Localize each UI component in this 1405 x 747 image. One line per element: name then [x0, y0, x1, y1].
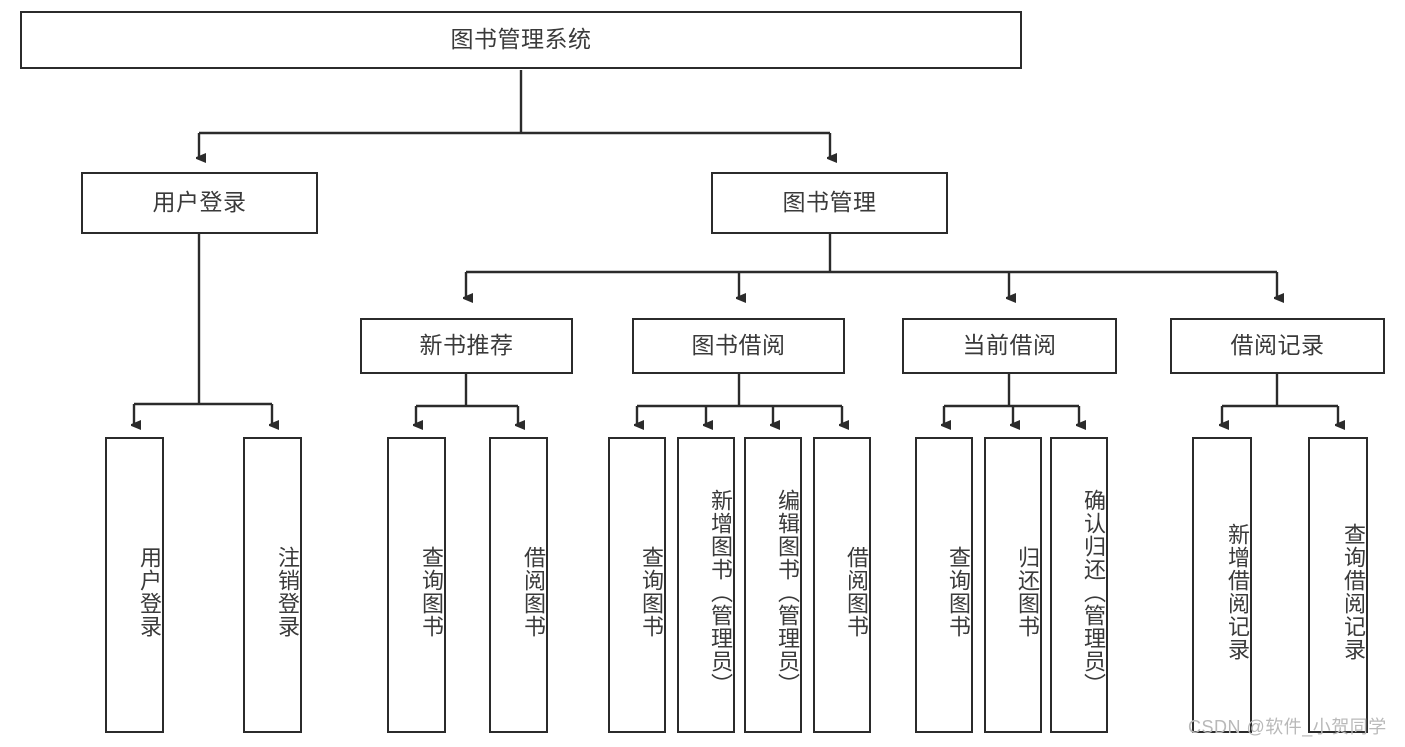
- node-user-login[interactable]: 用户登录: [81, 172, 318, 234]
- leaf-query-book-1-label: 查询图书: [419, 546, 444, 638]
- leaf-user-login[interactable]: 用户登录: [105, 437, 164, 733]
- leaf-add-book[interactable]: 新增图书（管理员）: [677, 437, 735, 733]
- leaf-query-book-2[interactable]: 查询图书: [608, 437, 666, 733]
- leaf-query-book-3[interactable]: 查询图书: [915, 437, 973, 733]
- leaf-query-record[interactable]: 查询借阅记录: [1308, 437, 1368, 733]
- node-root[interactable]: 图书管理系统: [20, 11, 1022, 69]
- node-current-borrow-label: 当前借阅: [962, 332, 1057, 359]
- leaf-return-book[interactable]: 归还图书: [984, 437, 1042, 733]
- node-user-login-label: 用户登录: [152, 189, 247, 216]
- node-borrow-record-label: 借阅记录: [1230, 332, 1325, 359]
- node-book-borrow[interactable]: 图书借阅: [632, 318, 845, 374]
- leaf-confirm-return[interactable]: 确认归还（管理员）: [1050, 437, 1108, 733]
- leaf-query-book-3-label: 查询图书: [946, 546, 971, 638]
- leaf-return-book-label: 归还图书: [1015, 546, 1040, 638]
- node-borrow-record[interactable]: 借阅记录: [1170, 318, 1385, 374]
- csdn-watermark: CSDN @软件_小贺同学: [1188, 717, 1387, 737]
- leaf-borrow-book-1[interactable]: 借阅图书: [489, 437, 548, 733]
- leaf-borrow-book-1-label: 借阅图书: [521, 546, 546, 638]
- leaf-borrow-book-2-label: 借阅图书: [844, 546, 869, 638]
- leaf-edit-book[interactable]: 编辑图书（管理员）: [744, 437, 802, 733]
- node-book-borrow-label: 图书借阅: [691, 332, 786, 359]
- leaf-borrow-book-2[interactable]: 借阅图书: [813, 437, 871, 733]
- leaf-add-record[interactable]: 新增借阅记录: [1192, 437, 1252, 733]
- leaf-user-logout-label: 注销登录: [275, 546, 300, 638]
- node-book-manage[interactable]: 图书管理: [711, 172, 948, 234]
- leaf-edit-book-label: 编辑图书（管理员）: [775, 488, 800, 696]
- node-new-book-recommend[interactable]: 新书推荐: [360, 318, 573, 374]
- node-new-book-recommend-label: 新书推荐: [419, 332, 514, 359]
- leaf-add-book-label: 新增图书（管理员）: [708, 488, 733, 696]
- node-current-borrow[interactable]: 当前借阅: [902, 318, 1117, 374]
- node-book-manage-label: 图书管理: [782, 189, 877, 216]
- leaf-query-book-2-label: 查询图书: [639, 546, 664, 638]
- leaf-query-book-1[interactable]: 查询图书: [387, 437, 446, 733]
- leaf-user-login-label: 用户登录: [137, 546, 162, 638]
- leaf-user-logout[interactable]: 注销登录: [243, 437, 302, 733]
- leaf-query-record-label: 查询借阅记录: [1341, 523, 1366, 661]
- leaf-confirm-return-label: 确认归还（管理员）: [1081, 488, 1106, 696]
- leaf-add-record-label: 新增借阅记录: [1225, 523, 1250, 661]
- node-root-label: 图书管理系统: [450, 26, 592, 53]
